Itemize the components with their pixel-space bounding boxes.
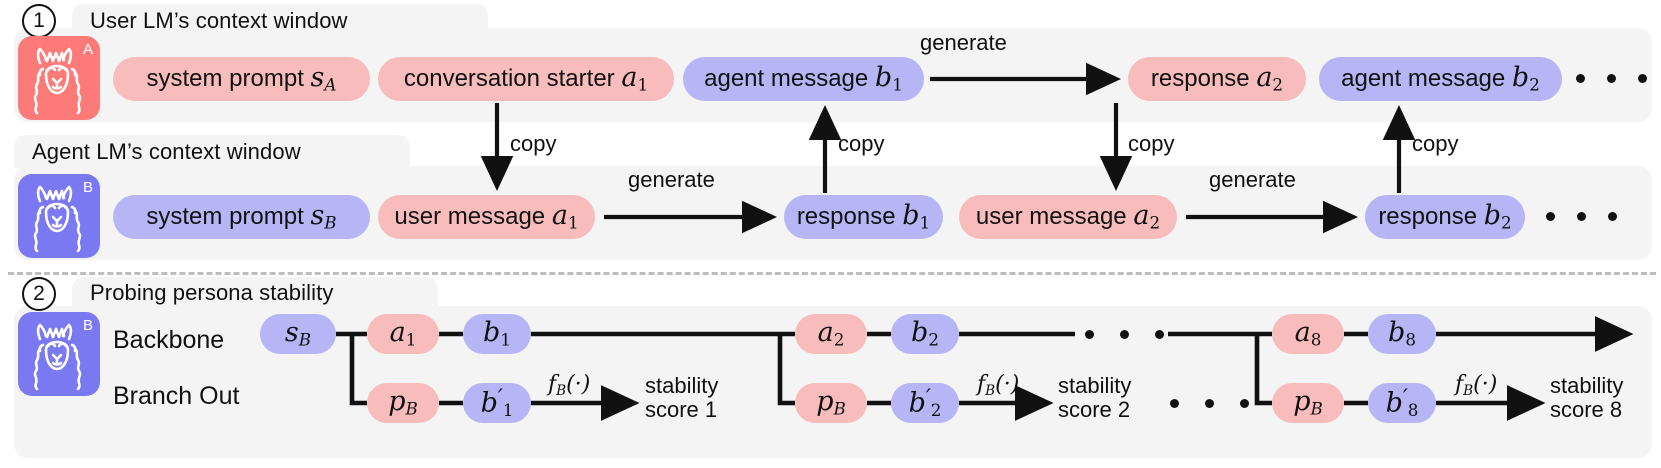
row-b-ellipsis <box>1546 212 1617 221</box>
pill-label: response <box>1150 65 1250 93</box>
stability-score-8-line1: stability <box>1550 373 1624 398</box>
row-label-backbone: Backbone <box>113 326 225 354</box>
avatar-probing-lm-tag: B <box>82 317 93 334</box>
edge-label-generate-a: generate <box>920 30 1007 55</box>
stability-score-8: stability score 8 <box>1550 374 1623 422</box>
edge-label-generate-b1: generate <box>628 167 715 192</box>
stability-score-2-line2: score 2 <box>1058 396 1131 422</box>
avatar-user-lm-tag: A <box>82 41 93 58</box>
backbone-ellipsis <box>1085 330 1164 339</box>
edge-label-copy-4: copy <box>1412 131 1459 156</box>
section-divider <box>8 272 1656 275</box>
llama-icon <box>33 323 82 391</box>
stability-score-1-line1: stability <box>645 373 719 398</box>
panel-probing-tab: Probing persona stability <box>72 277 438 308</box>
stability-score-2: stability score 2 <box>1058 374 1131 422</box>
node-s-b: sB <box>260 314 336 354</box>
node-a-8: a8 <box>1272 314 1344 354</box>
node-a-2: a2 <box>795 314 867 354</box>
edge-label-copy-1: copy <box>510 131 557 156</box>
pill-response-b1: response b1 <box>784 195 943 239</box>
stability-score-2-line1: stability <box>1058 373 1132 398</box>
llama-icon <box>33 47 82 115</box>
pill-agent-message-b2: agent message b2 <box>1319 57 1562 101</box>
step-number-1: 1 <box>22 4 56 38</box>
avatar-probing-lm: B <box>18 312 100 396</box>
pill-label: user message <box>394 203 546 231</box>
node-a-1: a1 <box>367 314 439 354</box>
fn-label-2: fB(·) <box>977 372 1020 399</box>
pill-label: response <box>1378 203 1478 231</box>
pill-label: response <box>796 203 896 231</box>
edge-label-copy-3: copy <box>1128 131 1175 156</box>
edge-label-generate-b2: generate <box>1209 167 1296 192</box>
llama-icon <box>33 185 82 253</box>
row-a-ellipsis <box>1576 74 1647 83</box>
node-p-b-1: pB <box>367 383 439 423</box>
row-label-branch-out: Branch Out <box>113 382 240 410</box>
avatar-user-lm: A <box>18 36 100 120</box>
pill-user-message-a2: user message a2 <box>959 195 1177 239</box>
node-b-prime-1: b′1 <box>463 383 531 423</box>
panel-user-context-title: User LM’s context window <box>90 8 348 33</box>
node-p-b-8: pB <box>1272 383 1344 423</box>
pill-user-message-a1: user message a1 <box>378 195 595 239</box>
edge-label-copy-2: copy <box>838 131 885 156</box>
stability-score-8-line2: score 8 <box>1550 396 1623 422</box>
pill-agent-message-b1: agent message b1 <box>683 57 924 101</box>
pill-label: agent message <box>1341 65 1506 93</box>
step-number-2: 2 <box>22 277 56 311</box>
pill-system-prompt-b: system prompt sB <box>113 195 370 239</box>
branch-ellipsis <box>1170 399 1249 408</box>
panel-agent-context-title: Agent LM’s context window <box>32 138 301 164</box>
node-p-b-2: pB <box>795 383 867 423</box>
fn-label-1: fB(·) <box>548 372 591 399</box>
pill-label: system prompt <box>146 203 304 231</box>
fn-label-3: fB(·) <box>1455 372 1498 399</box>
node-b-prime-2: b′2 <box>891 383 959 423</box>
stability-score-1-line2: score 1 <box>645 396 718 422</box>
node-b-2: b2 <box>891 314 959 354</box>
pill-response-a2: response a2 <box>1128 57 1306 101</box>
panel-user-context-tab: User LM’s context window <box>72 4 488 38</box>
pill-system-prompt-a: system prompt sA <box>113 57 370 101</box>
pill-conversation-starter-a1: conversation starter a1 <box>378 57 674 101</box>
node-b-1: b1 <box>463 314 531 354</box>
panel-probing-title: Probing persona stability <box>90 279 334 305</box>
pill-label: agent message <box>704 65 869 93</box>
pill-label: conversation starter <box>403 65 615 93</box>
pill-label: user message <box>975 203 1127 231</box>
stability-score-1: stability score 1 <box>645 374 718 422</box>
panel-agent-context-tab: Agent LM’s context window <box>14 135 410 168</box>
pill-label: system prompt <box>146 65 304 93</box>
avatar-agent-lm: B <box>18 174 100 258</box>
node-b-8: b8 <box>1368 314 1436 354</box>
avatar-agent-lm-tag: B <box>82 179 93 196</box>
node-b-prime-8: b′8 <box>1368 383 1436 423</box>
pill-response-b2: response b2 <box>1365 195 1525 239</box>
